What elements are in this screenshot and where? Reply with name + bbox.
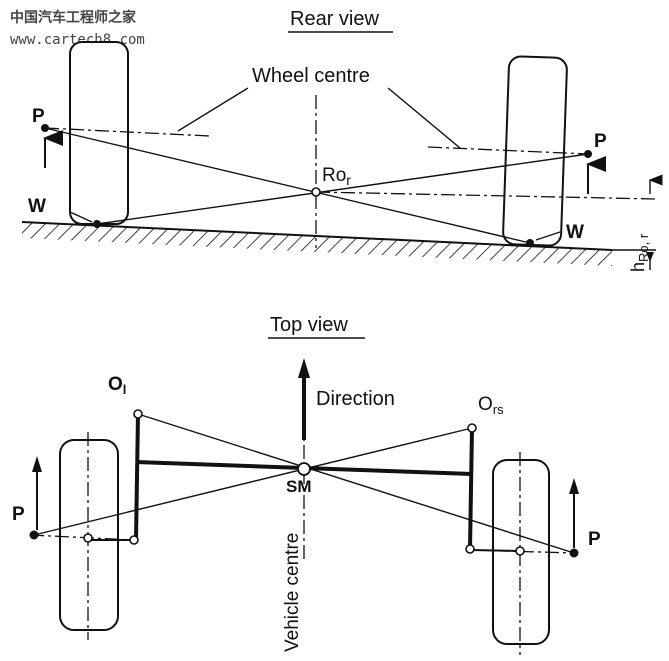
watermark-line1: 中国汽车工程师之家 (10, 9, 137, 26)
rear-view-title: Rear view (290, 8, 379, 30)
road-surface-line (21, 221, 613, 251)
sm-label: SM (286, 477, 312, 496)
ors-label: Ors (478, 394, 504, 417)
rear-w-left-label: W (28, 196, 46, 217)
line-p-right-to-w-left (96, 153, 589, 225)
line-ol-to-p-right (137, 413, 575, 554)
vehicle-centre-label: Vehicle centre (282, 533, 303, 652)
rear-point-p-right (584, 150, 592, 158)
wheel-centre-line-right (427, 146, 589, 155)
top-force-arrow-right-head (569, 478, 579, 494)
rear-left-tyre (69, 41, 129, 225)
w-right-leader (535, 231, 561, 241)
height-label: hRo, r (628, 233, 651, 272)
top-p-left-label: P (12, 504, 25, 525)
wheel-centre-line-left (44, 127, 211, 137)
rear-view: Rear view Wheel centre P P W (21, 8, 663, 272)
direction-label: Direction (316, 388, 395, 410)
line-p-left-to-w-right (44, 127, 531, 244)
top-point-p-left (29, 530, 39, 540)
top-view-title: Top view (270, 314, 348, 336)
wheel-centre-leader-left (177, 87, 249, 132)
rear-point-w-right (526, 239, 534, 247)
wheel-centre-label: Wheel centre (252, 65, 370, 87)
rear-w-right-label: W (566, 222, 584, 243)
left-joint-point (129, 535, 139, 545)
top-force-arrow-left-head (32, 456, 42, 472)
ors-point (467, 423, 477, 433)
right-knuckle-link (469, 549, 521, 552)
road-hatch (22, 222, 612, 266)
right-wheel-centre-point (515, 546, 525, 556)
right-joint-point (465, 544, 475, 554)
right-steering-arm (468, 427, 474, 550)
left-steering-arm (134, 413, 140, 541)
height-arrow-bottom-head (646, 252, 654, 262)
roll-centre-height-line (315, 191, 657, 200)
rear-p-right-label: P (594, 131, 607, 152)
sm-point (297, 462, 311, 476)
rear-p-left-label: P (32, 106, 45, 127)
left-wheel-centre-point (83, 533, 93, 543)
top-point-p-right (569, 548, 579, 558)
rear-point-w-left (93, 220, 101, 228)
top-view: Top view Direction (12, 314, 601, 655)
roll-centre-point (311, 187, 321, 197)
w-left-leader (69, 211, 93, 223)
line-ors-to-p-left (33, 427, 473, 536)
direction-arrow-head (298, 358, 310, 378)
ol-label: Ol (108, 374, 126, 397)
ol-point (133, 409, 143, 419)
top-p-right-label: P (588, 529, 601, 550)
wheel-centre-leader-right (387, 87, 461, 149)
roll-centre-label: Ror (322, 165, 351, 188)
